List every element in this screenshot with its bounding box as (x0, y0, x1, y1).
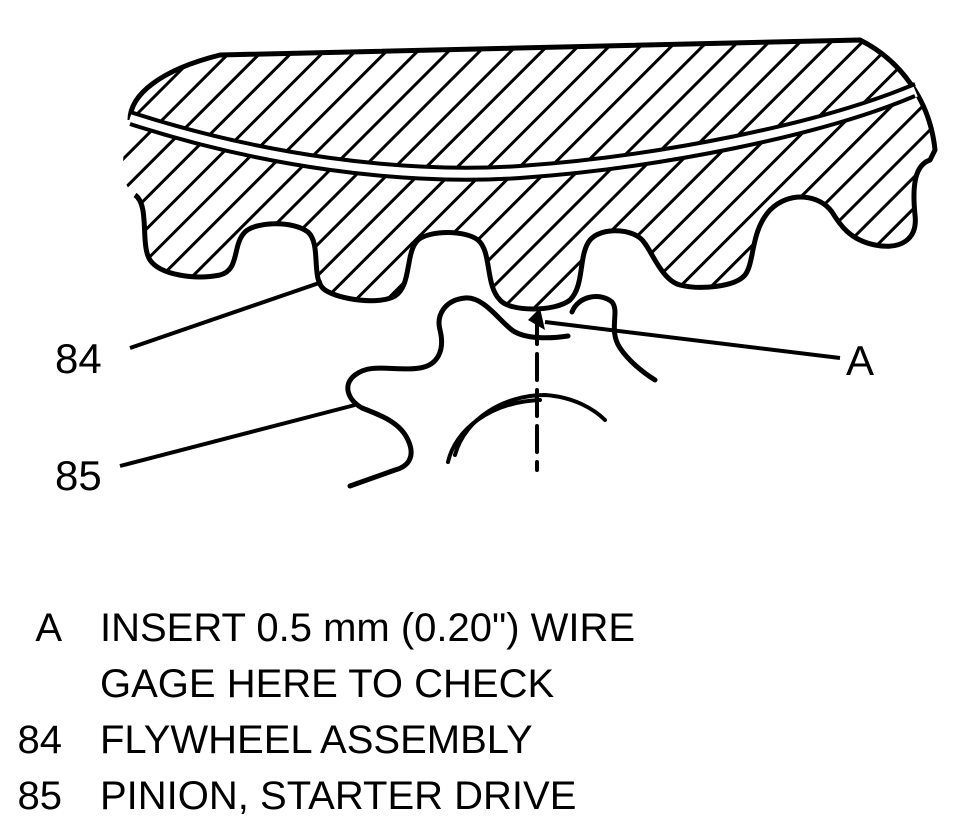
leader-85 (119, 403, 356, 468)
legend-item-a-continued: A GAGE HERE TO CHECK (0, 656, 635, 712)
leader-a (544, 320, 841, 360)
legend-item-85: 85 PINION, STARTER DRIVE (0, 768, 635, 824)
flywheel-section (123, 37, 938, 312)
gage-point-marker (528, 308, 545, 330)
legend-item-a: A INSERT 0.5 mm (0.20") WIRE (0, 600, 635, 656)
pinion-gear (345, 294, 658, 489)
flywheel-pinion-drawing (119, 37, 938, 489)
legend-text: INSERT 0.5 mm (0.20") WIRE (100, 606, 636, 650)
leader-lines (119, 280, 841, 468)
legend-item-84: 84 FLYWHEEL ASSEMBLY (0, 712, 635, 768)
legend-key: 85 (17, 774, 63, 818)
legend-text: FLYWHEEL ASSEMBLY (100, 718, 533, 762)
legend-text: GAGE HERE TO CHECK (100, 662, 555, 706)
legend-key: A (35, 606, 62, 650)
legend: A INSERT 0.5 mm (0.20") WIRE A GAGE HERE… (0, 600, 636, 824)
callout-85: 85 (55, 452, 102, 499)
legend-text: PINION, STARTER DRIVE (100, 774, 577, 818)
callout-a: A (846, 337, 875, 384)
callout-84: 84 (55, 335, 102, 382)
legend-key: 84 (17, 718, 63, 762)
leader-84 (129, 280, 323, 350)
